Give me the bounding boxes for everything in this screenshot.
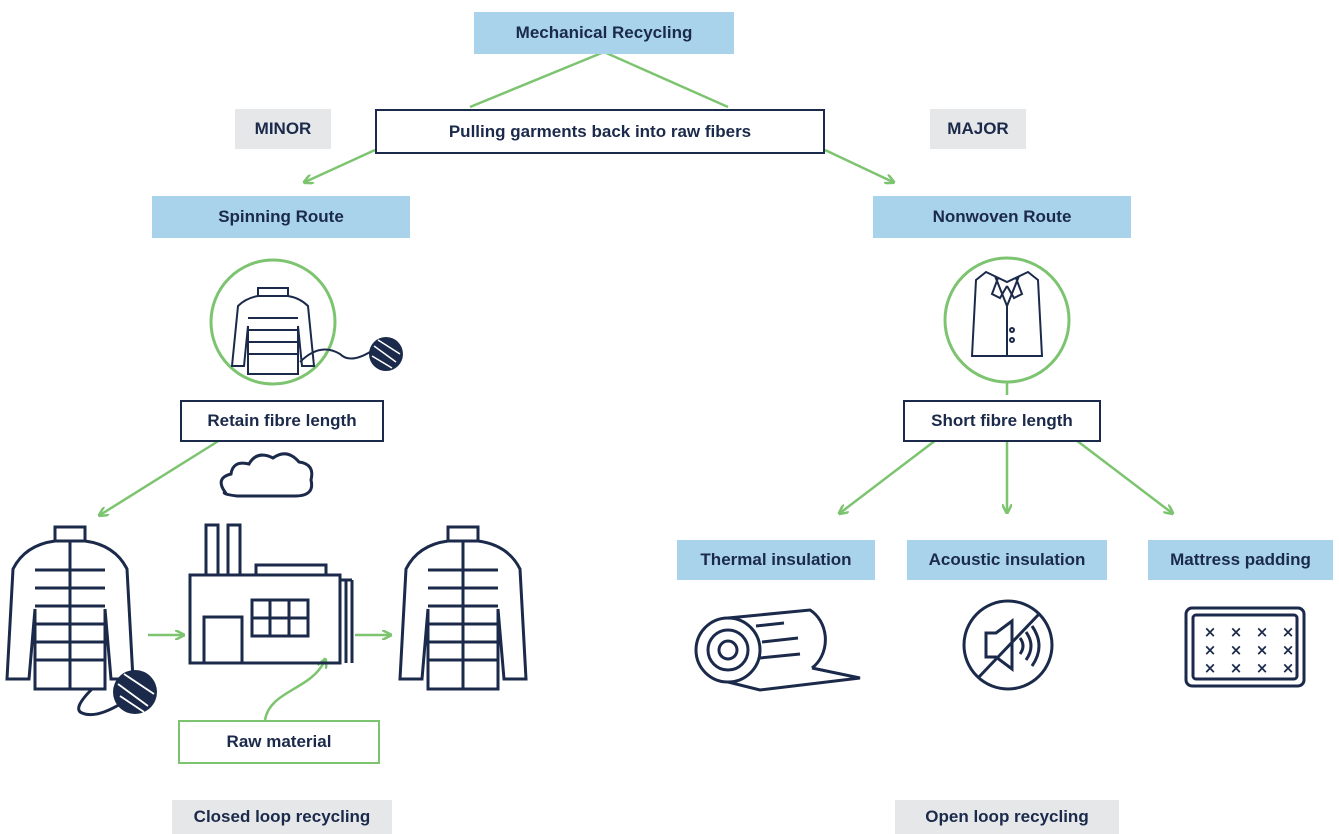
mattress-padding-box: Mattress padding (1148, 540, 1333, 580)
open-loop-label: Open loop recycling (895, 800, 1119, 834)
svg-text:×: × (1256, 623, 1269, 641)
svg-text:×: × (1282, 659, 1295, 677)
svg-text:×: × (1230, 623, 1243, 641)
svg-text:×: × (1204, 659, 1217, 677)
svg-text:×: × (1230, 659, 1243, 677)
svg-text:×: × (1256, 659, 1269, 677)
svg-text:×: × (1256, 641, 1269, 659)
svg-text:×: × (1282, 623, 1295, 641)
closed-loop-label: Closed loop recycling (172, 800, 392, 834)
svg-text:×: × (1282, 641, 1295, 659)
subtitle-box: Pulling garments back into raw fibers (375, 109, 825, 154)
thermal-insulation-box: Thermal insulation (677, 540, 875, 580)
major-label: MAJOR (930, 109, 1026, 149)
acoustic-insulation-box: Acoustic insulation (907, 540, 1107, 580)
spinning-route-box: Spinning Route (152, 196, 410, 238)
svg-text:×: × (1230, 641, 1243, 659)
svg-text:×: × (1204, 641, 1217, 659)
title-box: Mechanical Recycling (474, 12, 734, 54)
nonwoven-route-box: Nonwoven Route (873, 196, 1131, 238)
short-fibre-box: Short fibre length (903, 400, 1101, 442)
retain-fibre-box: Retain fibre length (180, 400, 384, 442)
raw-material-box: Raw material (178, 720, 380, 764)
minor-label: MINOR (235, 109, 331, 149)
svg-text:×: × (1204, 623, 1217, 641)
